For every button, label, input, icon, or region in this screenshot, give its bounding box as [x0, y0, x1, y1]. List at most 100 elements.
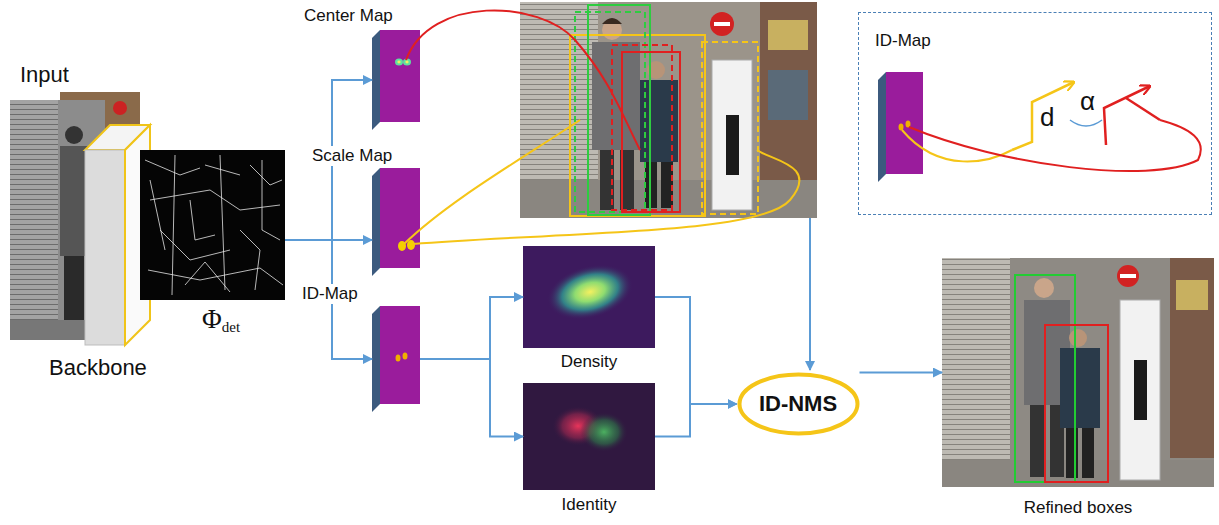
- map-panel: Center Map: [372, 30, 420, 130]
- detection-photo: [702, 42, 758, 214]
- inset-map-panel: [878, 72, 923, 182]
- inset-map-panel: [878, 72, 886, 182]
- feature-map: [145, 160, 200, 175]
- identity-image: [580, 412, 628, 452]
- map-panel: [372, 30, 380, 130]
- node-label: Input: [18, 62, 71, 87]
- refined-photo: [942, 258, 1214, 487]
- refined-photo: [1066, 428, 1078, 478]
- symbol-text: Φ: [202, 304, 222, 334]
- detection-photo: [575, 12, 645, 212]
- refined-photo: [1030, 405, 1044, 477]
- flow-connector: [285, 240, 372, 359]
- node-label: Identity: [560, 495, 619, 515]
- input-photo: [10, 100, 58, 340]
- flow-connector: [860, 372, 943, 374]
- embedding-vector: [1012, 82, 1074, 150]
- identity-image: Identity: [523, 383, 655, 490]
- node-label: Density: [559, 352, 620, 372]
- detection-photo: [714, 22, 730, 26]
- input-photo: [113, 101, 127, 115]
- detection-photo: [520, 2, 817, 218]
- map-panel: [380, 306, 420, 404]
- feature-map: [240, 230, 260, 290]
- refined-photo: [1034, 278, 1054, 298]
- map-panel: [405, 61, 408, 64]
- refined-photo: [1176, 280, 1208, 310]
- embedding-vector: [1126, 98, 1160, 120]
- refined-photo: [1134, 360, 1147, 420]
- flow-connector: [420, 359, 523, 437]
- density-image: [523, 246, 655, 348]
- backbone-block: Backbone: [85, 120, 150, 345]
- refined-photo: [942, 258, 1214, 487]
- detection-photo: [768, 20, 808, 50]
- refined-image: Refined boxes: [942, 258, 1214, 487]
- flow-connector: [655, 404, 737, 437]
- refined-photo: [1170, 258, 1214, 458]
- detection-photo: [520, 2, 598, 202]
- feature-map: [220, 155, 225, 290]
- math-label: Φdet: [200, 304, 242, 337]
- detection-photo: [768, 70, 808, 120]
- node-label: ID-Map: [873, 31, 933, 51]
- feature-map: [172, 155, 175, 295]
- node-label: Backbone: [47, 355, 149, 380]
- feature-map: Φdet: [140, 150, 285, 300]
- feature-map: [148, 268, 283, 285]
- subscript-text: det: [222, 319, 240, 335]
- feature-map: [190, 200, 215, 240]
- map-panel: [380, 168, 420, 268]
- map-panel: ID-Map: [372, 306, 420, 412]
- refined-photo: [1120, 274, 1136, 278]
- input-photo: [65, 126, 83, 144]
- feature-map: [205, 165, 240, 175]
- refined-photo: [1120, 300, 1160, 480]
- detection-photo: [726, 115, 739, 175]
- detection-photo: [602, 18, 622, 24]
- detection-photo: [710, 12, 734, 36]
- flow-arrow: [809, 218, 811, 370]
- inset-map-panel: [886, 72, 923, 174]
- feature-map: [150, 190, 280, 210]
- feature-map: [140, 150, 285, 300]
- link-curve: [413, 150, 799, 244]
- feature-map: [160, 230, 230, 260]
- map-panel: Scale Map: [372, 168, 420, 276]
- refined-photo: [942, 258, 1010, 473]
- detection-photo: [520, 2, 817, 218]
- feature-map: [145, 155, 283, 295]
- identity-image: [523, 383, 655, 490]
- backbone-block: [85, 150, 125, 345]
- link-curve: [909, 120, 1201, 171]
- feature-map: [185, 262, 230, 292]
- link-curve: [902, 130, 1012, 161]
- feature-map: [140, 150, 285, 300]
- refined-photo: [1045, 325, 1108, 482]
- flow-connector: [420, 297, 523, 359]
- feature-map: [250, 165, 282, 185]
- map-panel: [372, 306, 380, 412]
- map-panel: [396, 355, 401, 362]
- inset-panel: ID-Map: [858, 12, 1212, 215]
- density-image: [541, 255, 639, 328]
- map-panel: [372, 306, 420, 412]
- input-image: Input: [10, 100, 90, 340]
- input-photo: [64, 256, 84, 328]
- node-label: Refined boxes: [1022, 498, 1135, 518]
- angle-arc: [1070, 120, 1102, 126]
- distance-symbol: d: [1040, 104, 1054, 130]
- density-image: [523, 246, 655, 348]
- detection-photo: [570, 35, 705, 216]
- feature-map: [150, 180, 165, 250]
- link-curve: [404, 120, 580, 244]
- node-label: ID-NMS: [757, 391, 839, 416]
- embedding-vector: [1104, 86, 1150, 145]
- map-panel: [407, 240, 415, 250]
- link-curve: [406, 10, 640, 150]
- identity-image: [523, 383, 655, 490]
- angle-symbol: α: [1080, 88, 1095, 114]
